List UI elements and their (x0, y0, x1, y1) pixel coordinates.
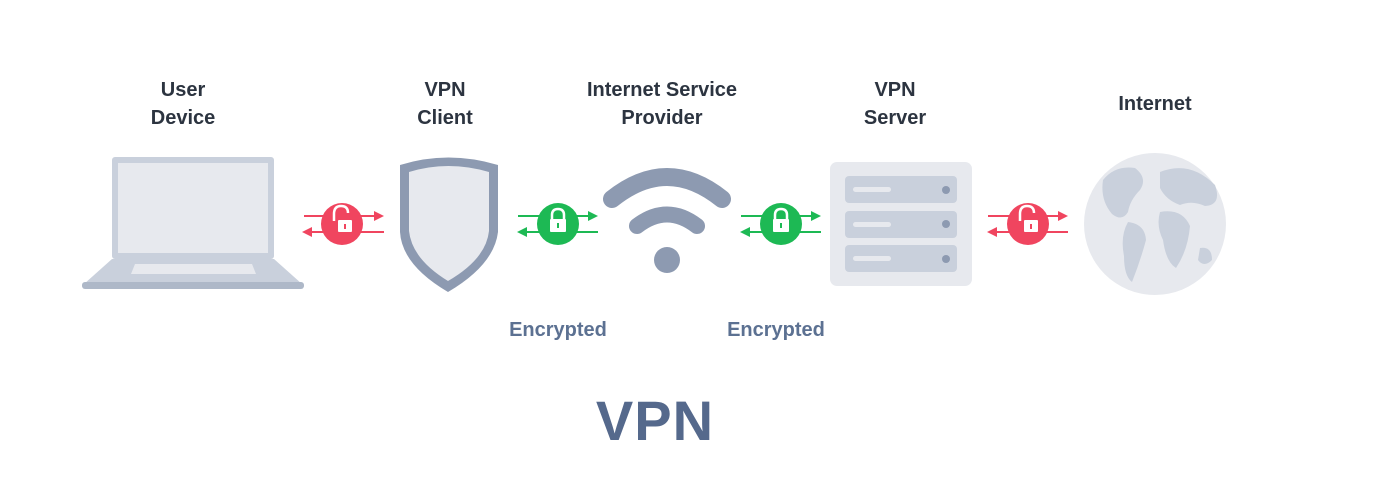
link-unencrypted-1 (302, 203, 384, 245)
node-label-user-device: User Device (150, 79, 216, 129)
server-icon (830, 162, 972, 286)
node-label-internet: Internet (1118, 93, 1192, 115)
node-label-isp: Internet Service Provider (586, 79, 738, 129)
encrypted-label-1: Encrypted (509, 319, 607, 341)
node-label-vpn-client: VPN Client (417, 79, 473, 129)
laptop-icon (82, 157, 304, 289)
encrypted-label-2: Encrypted (727, 319, 825, 341)
wifi-icon (603, 168, 731, 273)
diagram-title: VPN (595, 389, 715, 452)
link-encrypted-2 (740, 203, 821, 245)
link-encrypted-1 (517, 203, 598, 245)
node-label-vpn-server: VPN Server (863, 79, 927, 129)
shield-icon (400, 157, 498, 292)
globe-icon (1084, 153, 1226, 295)
link-unencrypted-2 (987, 203, 1068, 245)
